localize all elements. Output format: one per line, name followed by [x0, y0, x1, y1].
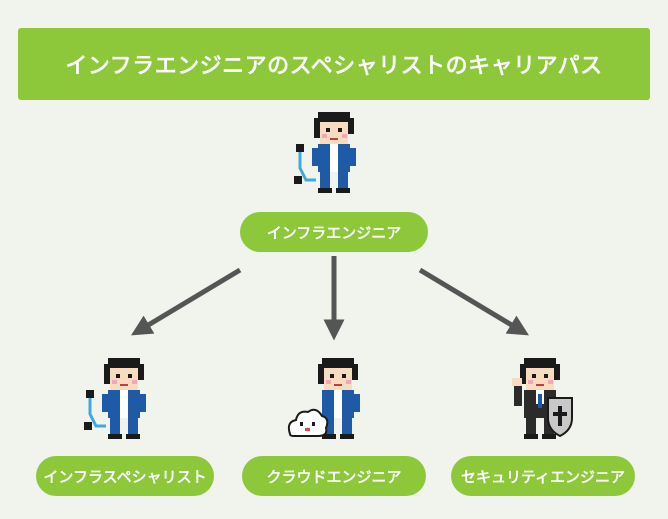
arrow-to-infra-specialist — [130, 267, 242, 336]
infra-engineer-character-icon — [294, 112, 356, 193]
node-security-engineer: セキュリティエンジニア — [451, 456, 635, 496]
infra-specialist-character-icon — [84, 358, 146, 439]
node-cloud-engineer: クラウドエンジニア — [242, 456, 426, 496]
security-engineer-character-icon — [512, 358, 573, 439]
root-node-infra-engineer: インフラエンジニア — [240, 212, 428, 252]
arrow-to-security-engineer — [418, 267, 530, 336]
node-infra-specialist: インフラスペシャリスト — [36, 456, 214, 496]
cloud-engineer-character-icon — [287, 358, 360, 439]
diagram-title: インフラエンジニアのスペシャリストのキャリアパス — [18, 28, 650, 100]
